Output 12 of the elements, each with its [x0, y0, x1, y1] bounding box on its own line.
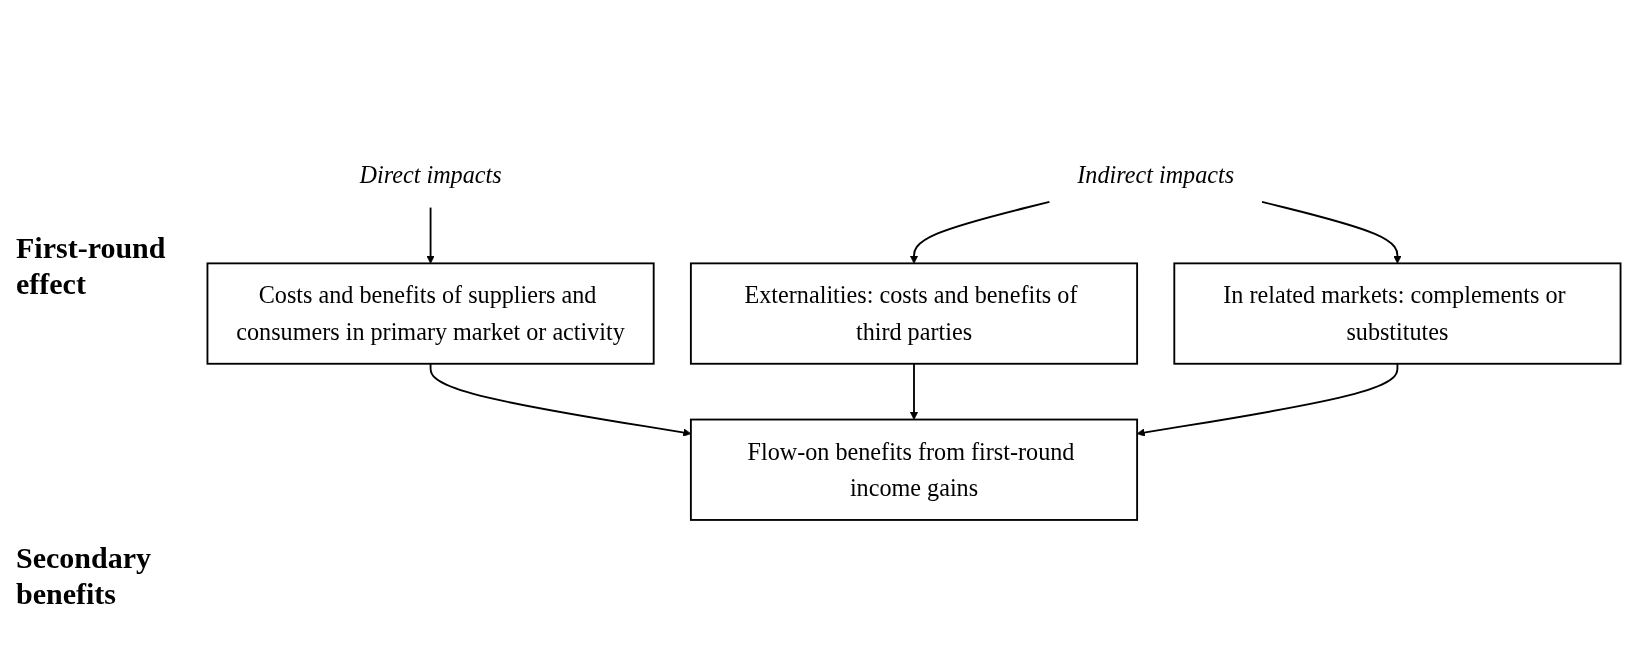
node-box: Flow-on benefits from first-round income gains: [689, 418, 1139, 522]
row-label: First-round effect: [16, 230, 167, 302]
row-label: Secondary benefits: [16, 540, 152, 612]
node-box: Externalities: costs and benefits of third parties: [689, 262, 1139, 365]
node-text: Indirect impacts: [1077, 162, 1235, 190]
arrow: [909, 201, 1051, 265]
arrow: [426, 206, 435, 265]
node-box: In related markets: complements or substitutes: [1173, 262, 1622, 365]
arrow: [1261, 201, 1402, 265]
node-box: Costs and benefits of suppliers and consumers in primary market or activity: [206, 262, 655, 365]
node-text: Direct impacts: [359, 162, 502, 190]
arrow: [909, 363, 919, 421]
